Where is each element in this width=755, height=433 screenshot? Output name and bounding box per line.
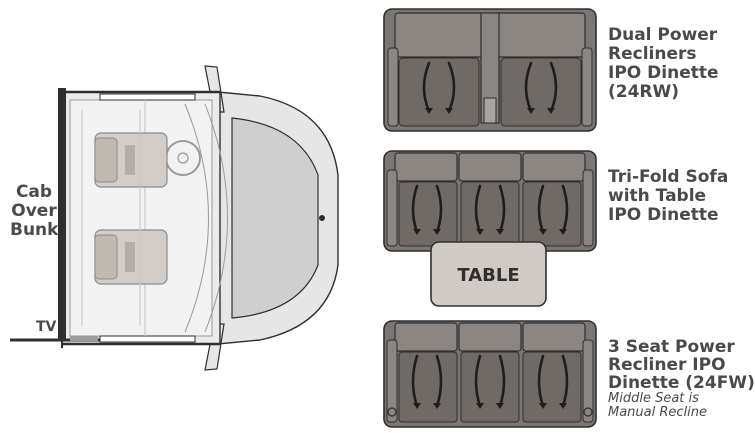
cupholder-icon	[583, 407, 593, 417]
cab-over-bunk-label: Cab Over Bunk	[10, 182, 59, 240]
tri-fold-sofa-diagram	[383, 150, 597, 307]
tv-ledge	[10, 332, 100, 348]
hood-ornament-icon	[319, 215, 325, 221]
dual-recliners-diagram	[383, 8, 597, 132]
passenger-seat	[94, 229, 168, 285]
table-shape	[430, 241, 547, 307]
cab-floorplan	[10, 65, 339, 371]
option-three-seat-recliner-label: 3 Seat Power Recliner IPO Dinette (24FW)…	[608, 337, 755, 420]
three-seat-recliner-diagram	[383, 320, 597, 428]
tv-label: TV	[36, 319, 57, 335]
option-tri-fold-sofa-label: Tri-Fold Sofa with Table IPO Dinette	[608, 167, 729, 225]
cab-area	[58, 88, 228, 346]
option-dual-recliners-label: Dual Power Recliners IPO Dinette (24RW)	[608, 25, 719, 102]
cupholder-icon	[387, 407, 397, 417]
table-label: TABLE	[457, 265, 520, 286]
truck-hood	[204, 65, 339, 371]
driver-seat	[94, 132, 168, 188]
